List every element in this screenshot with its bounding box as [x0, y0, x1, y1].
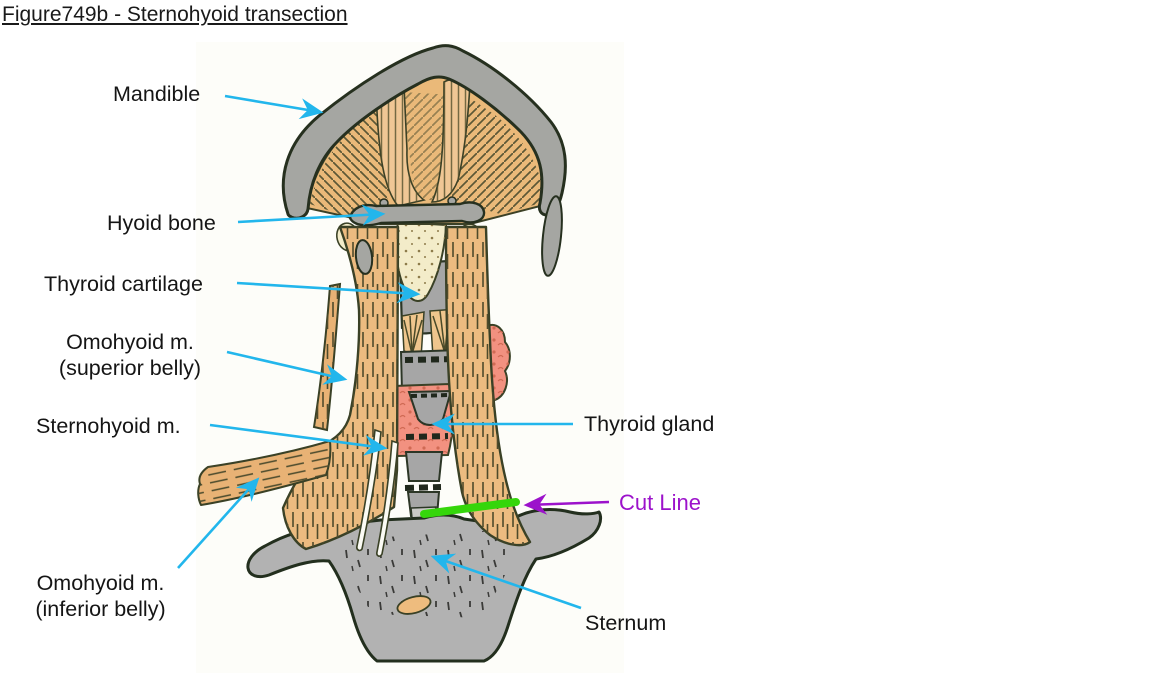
label-sternohyoid: Sternohyoid m.: [36, 414, 181, 438]
omohyoid-inferior-belly-shape: [197, 440, 332, 506]
label-omohyoid-inferior-line2: (inferior belly): [35, 597, 166, 621]
sternohyoid-arrow: [209, 423, 388, 456]
label-sternum: Sternum: [585, 611, 667, 635]
cut-tendon-strips: [356, 428, 399, 557]
label-arrows: [177, 94, 610, 610]
mandible-shape: [281, 44, 567, 220]
label-cut-line: Cut Line: [619, 490, 701, 515]
sternohyoid-muscle-right: [444, 225, 532, 547]
omohyoid-superior-belly-shape: [312, 282, 342, 432]
label-omohyoid-superior-line2: (superior belly): [58, 356, 202, 380]
thyroid-cartilage-arrow: [236, 281, 421, 304]
label-thyroid-cartilage: Thyroid cartilage: [44, 272, 203, 296]
sternum-tendon-stump: [396, 595, 432, 615]
label-omohyoid-superior-line1: Omohyoid m.: [66, 330, 194, 354]
label-omohyoid-inferior: Omohyoid m. (inferior belly): [18, 570, 183, 622]
cut-line-mark: [420, 498, 520, 518]
sternum-arrow: [430, 553, 582, 610]
label-thyroid-gland: Thyroid gland: [584, 412, 715, 436]
mandible-muscles: [305, 67, 550, 225]
omohyoid-superior-arrow: [226, 350, 348, 385]
trachea-shape: [404, 451, 444, 519]
hyoid-bone-arrow: [237, 204, 386, 226]
label-mandible: Mandible: [113, 82, 201, 106]
label-hyoid-bone: Hyoid bone: [107, 211, 216, 235]
figure-title: Figure749b - Sternohyoid transection: [2, 3, 348, 26]
omohyoid-inferior-arrow: [177, 477, 260, 569]
cut-line-arrow: [523, 493, 610, 515]
label-omohyoid-inferior-line1: Omohyoid m.: [36, 571, 165, 595]
label-omohyoid-superior: Omohyoid m. (superior belly): [46, 329, 214, 381]
mandible-arrow: [224, 94, 324, 120]
